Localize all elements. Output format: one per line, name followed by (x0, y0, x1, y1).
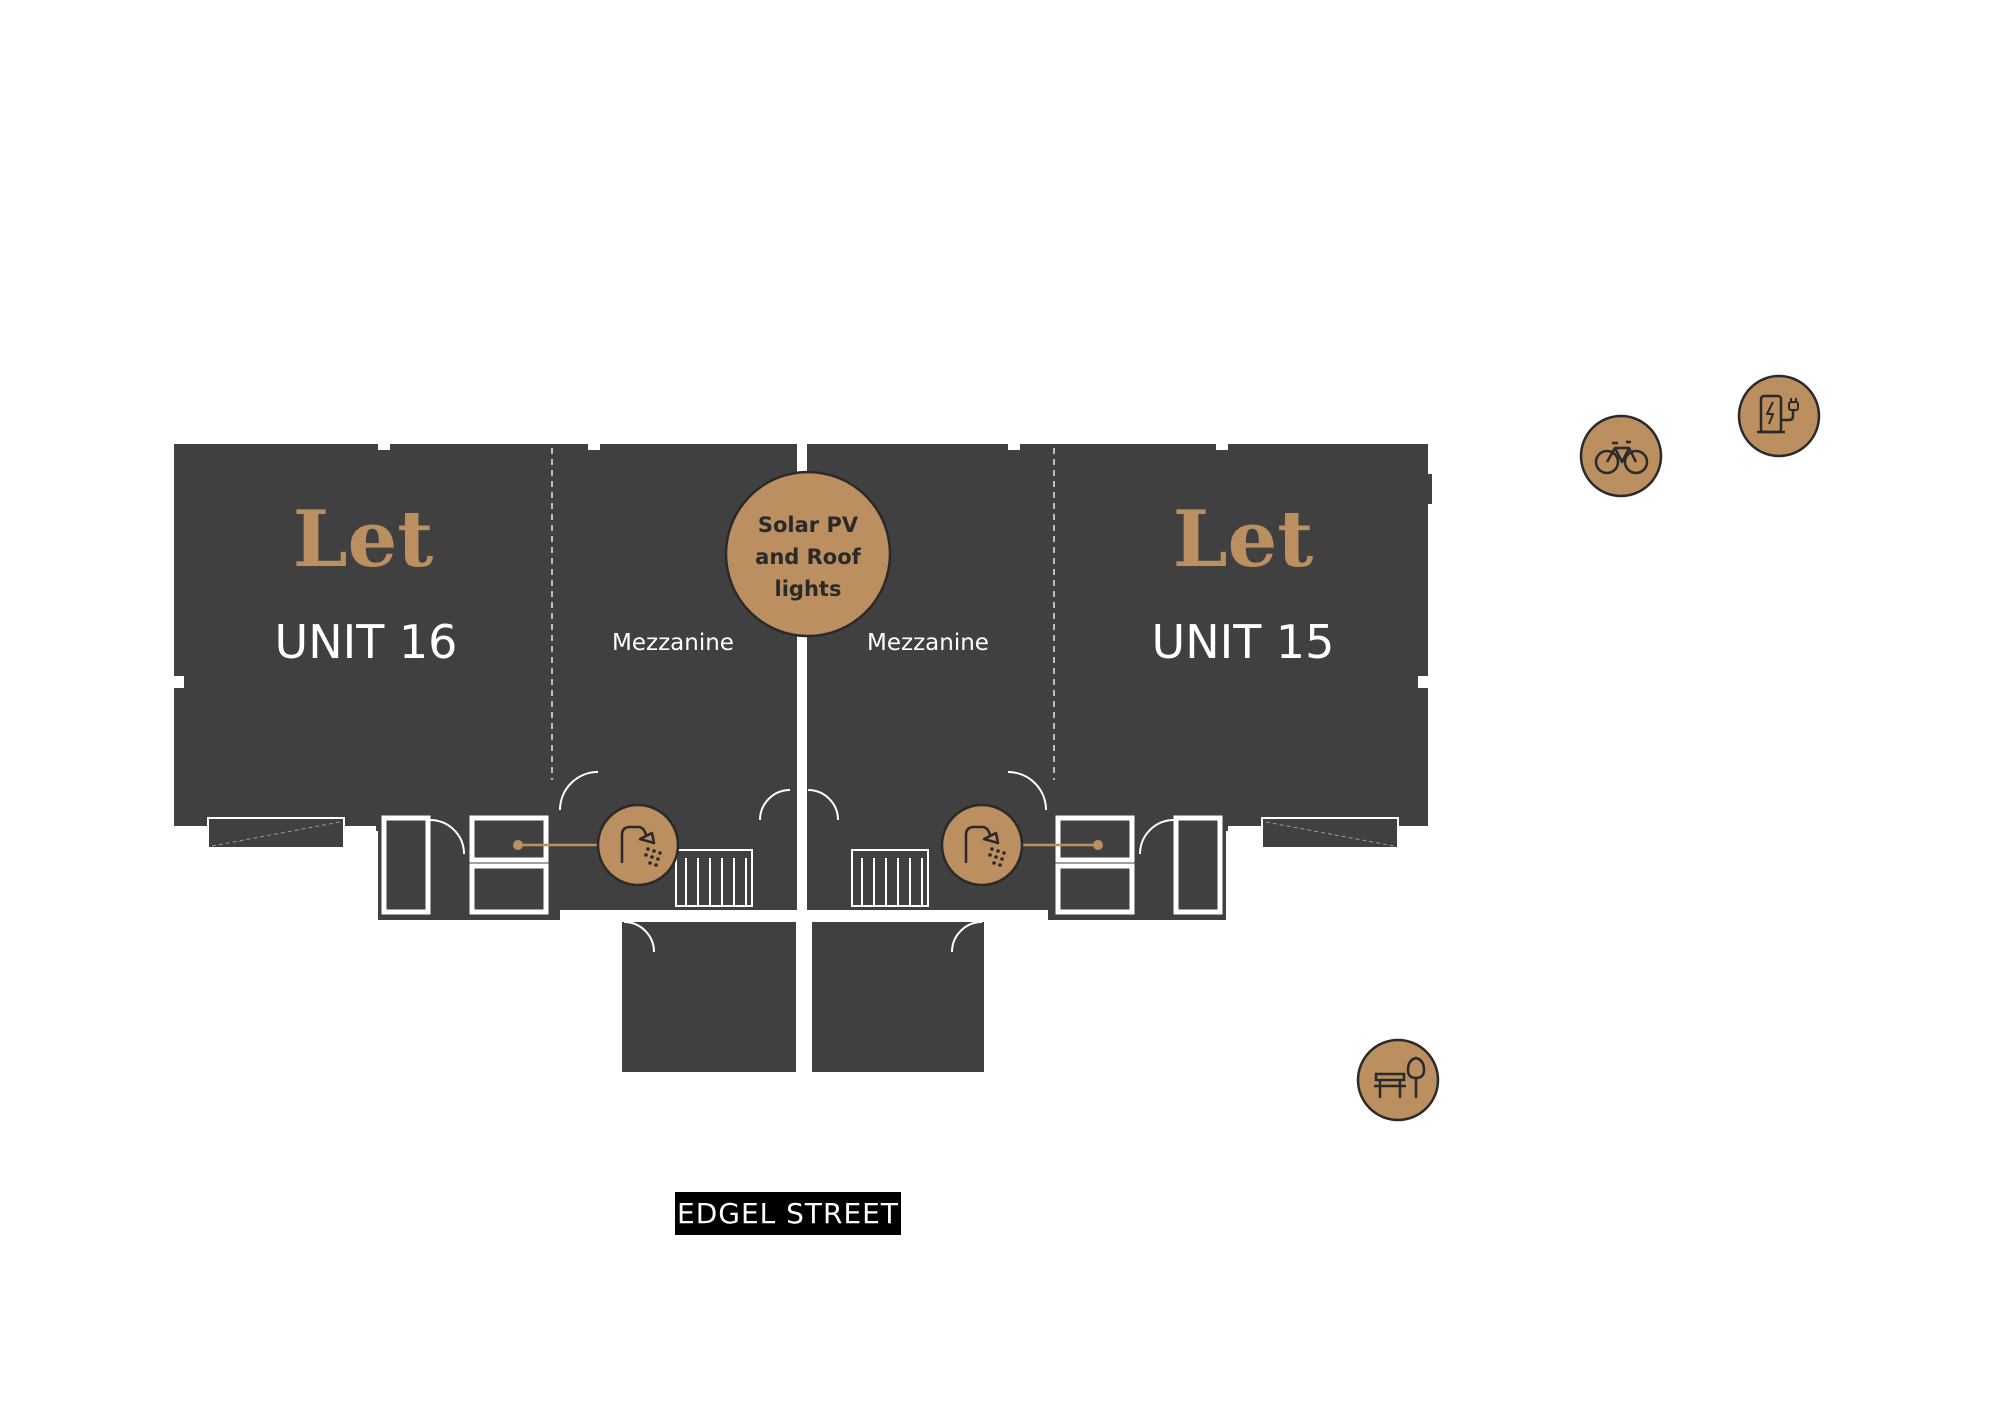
unit-name-label: UNIT 15 (1152, 615, 1335, 669)
solar-line-1: Solar PV (758, 513, 859, 537)
hall-wall-notch (1420, 474, 1432, 504)
picnic-bench-icon (1356, 1038, 1440, 1122)
shower-icon (596, 803, 680, 887)
toilet-room-left (381, 815, 431, 915)
column-marks (174, 444, 1428, 688)
shower-connectors (513, 840, 1103, 850)
mezzanine-label: Mezzanine (867, 630, 989, 656)
toilet-room-right (1173, 815, 1223, 915)
wc-room-right-2 (1055, 863, 1135, 915)
solar-line-3: lights (775, 577, 842, 601)
stair-treads (675, 849, 929, 907)
corridor-wall (560, 910, 1048, 922)
unit-status-label: Let (1173, 494, 1314, 585)
solar-line-2: and Roof (755, 545, 861, 569)
unit-16: Let UNIT 16 Mezzanine (275, 494, 734, 669)
shower-icon (940, 803, 1024, 887)
door-swing (559, 771, 599, 811)
annex-left (622, 922, 796, 1072)
bicycle-icon (1579, 414, 1663, 498)
walls (174, 444, 1428, 1072)
solar-pv-badge: Solar PV and Roof lights (724, 470, 892, 638)
loading-door-left (207, 817, 345, 849)
stair-core-left (554, 810, 814, 920)
wc-room-left-2 (469, 863, 549, 915)
street-name-label: EDGEL STREET (675, 1192, 901, 1235)
party-wall (797, 444, 807, 1072)
unit-status-label: Let (293, 494, 434, 585)
unit-15: Let UNIT 15 Mezzanine (867, 494, 1334, 669)
ev-charger-icon (1737, 374, 1821, 458)
wc-room-left-1 (469, 815, 549, 863)
annex-right (812, 922, 984, 1072)
loading-door-right (1261, 817, 1399, 849)
mezzanine-label: Mezzanine (612, 630, 734, 656)
wc-room-right-1 (1055, 815, 1135, 863)
unit-name-label: UNIT 16 (275, 615, 458, 669)
